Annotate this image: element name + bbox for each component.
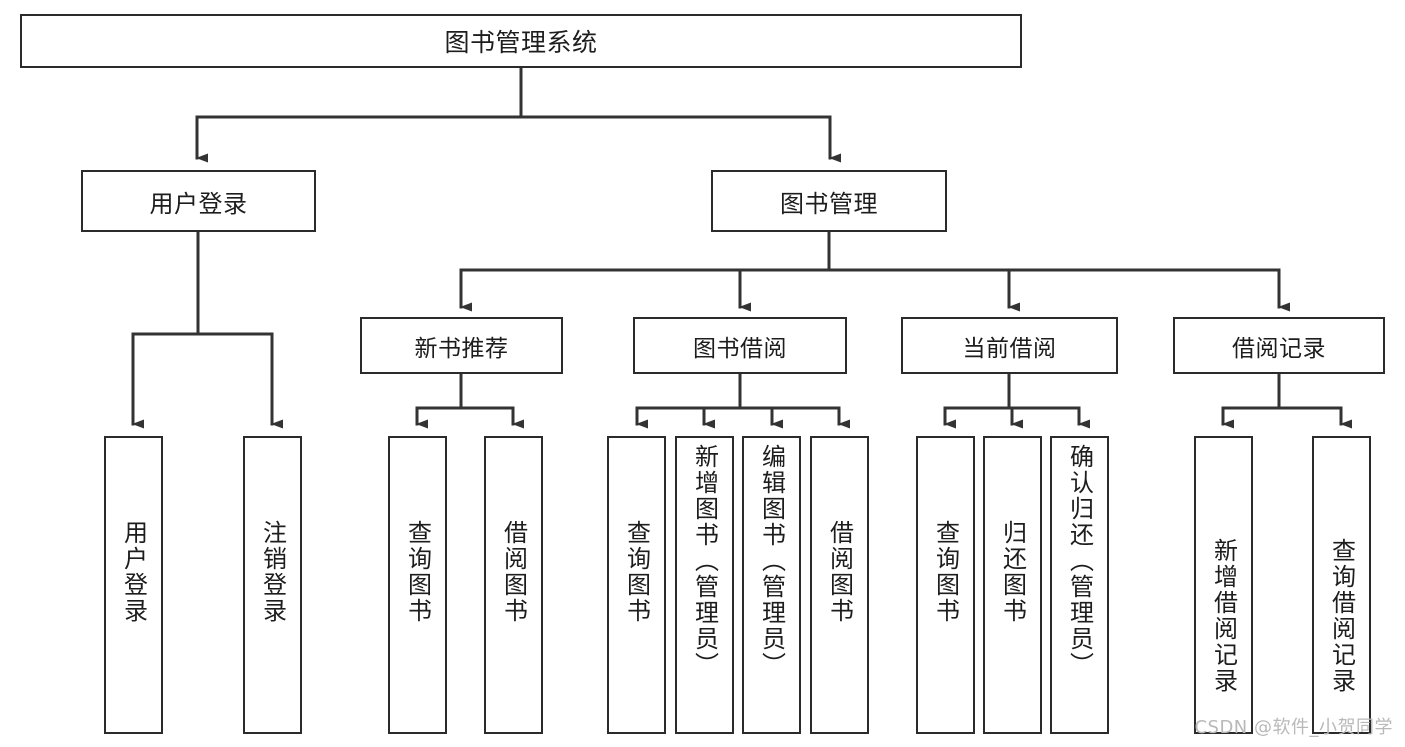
node-leaf-query-book-new[interactable]: 查询图书 bbox=[388, 436, 447, 734]
node-root-book-management-system[interactable]: 图书管理系统 bbox=[20, 14, 1022, 68]
node-borrow-record[interactable]: 借阅记录 bbox=[1173, 317, 1385, 374]
node-label: 编辑图书（管理员） bbox=[757, 444, 786, 678]
node-label: 当前借阅 bbox=[962, 335, 1057, 362]
node-leaf-logout-login[interactable]: 注销登录 bbox=[243, 436, 302, 734]
csdn-watermark: CSDN @软件_小贺同学 bbox=[1194, 717, 1393, 738]
node-label: 新增借阅记录 bbox=[1209, 538, 1238, 694]
node-user-login[interactable]: 用户登录 bbox=[81, 170, 316, 232]
node-book-management[interactable]: 图书管理 bbox=[711, 170, 947, 232]
node-label: 新书推荐 bbox=[414, 335, 509, 362]
node-label: 新增图书（管理员） bbox=[690, 444, 719, 678]
node-label: 图书借阅 bbox=[693, 335, 787, 362]
node-current-borrow[interactable]: 当前借阅 bbox=[901, 317, 1118, 374]
node-label: 借阅图书 bbox=[825, 520, 854, 624]
node-label: 查询图书 bbox=[931, 520, 960, 624]
node-label: 借阅图书 bbox=[499, 520, 528, 624]
node-leaf-query-book-current[interactable]: 查询图书 bbox=[916, 436, 975, 734]
node-new-book-recommend[interactable]: 新书推荐 bbox=[360, 317, 563, 374]
node-label: 查询图书 bbox=[622, 520, 651, 624]
node-leaf-confirm-return[interactable]: 确认归还（管理员） bbox=[1050, 436, 1109, 734]
node-label: 查询借阅记录 bbox=[1327, 538, 1356, 694]
node-label: 用户登录 bbox=[149, 189, 248, 218]
node-leaf-query-borrow-record[interactable]: 查询借阅记录 bbox=[1312, 436, 1371, 734]
node-label: 图书管理系统 bbox=[444, 28, 598, 57]
node-label: 归还图书 bbox=[998, 520, 1027, 624]
node-leaf-user-login[interactable]: 用户登录 bbox=[104, 436, 163, 734]
node-label: 用户登录 bbox=[119, 520, 148, 624]
node-leaf-borrow-book-new[interactable]: 借阅图书 bbox=[484, 436, 543, 734]
node-label: 借阅记录 bbox=[1232, 335, 1326, 362]
node-leaf-add-borrow-record[interactable]: 新增借阅记录 bbox=[1194, 436, 1253, 734]
node-leaf-edit-book[interactable]: 编辑图书（管理员） bbox=[742, 436, 801, 734]
node-leaf-return-book[interactable]: 归还图书 bbox=[983, 436, 1042, 734]
node-label: 注销登录 bbox=[258, 520, 287, 624]
node-label: 查询图书 bbox=[403, 520, 432, 624]
node-label: 确认归还（管理员） bbox=[1065, 444, 1094, 678]
node-book-borrow[interactable]: 图书借阅 bbox=[633, 317, 847, 374]
node-leaf-borrow-book-borrow[interactable]: 借阅图书 bbox=[810, 436, 869, 734]
node-leaf-add-book[interactable]: 新增图书（管理员） bbox=[675, 436, 734, 734]
node-leaf-query-book-borrow[interactable]: 查询图书 bbox=[607, 436, 666, 734]
node-label: 图书管理 bbox=[780, 189, 878, 218]
